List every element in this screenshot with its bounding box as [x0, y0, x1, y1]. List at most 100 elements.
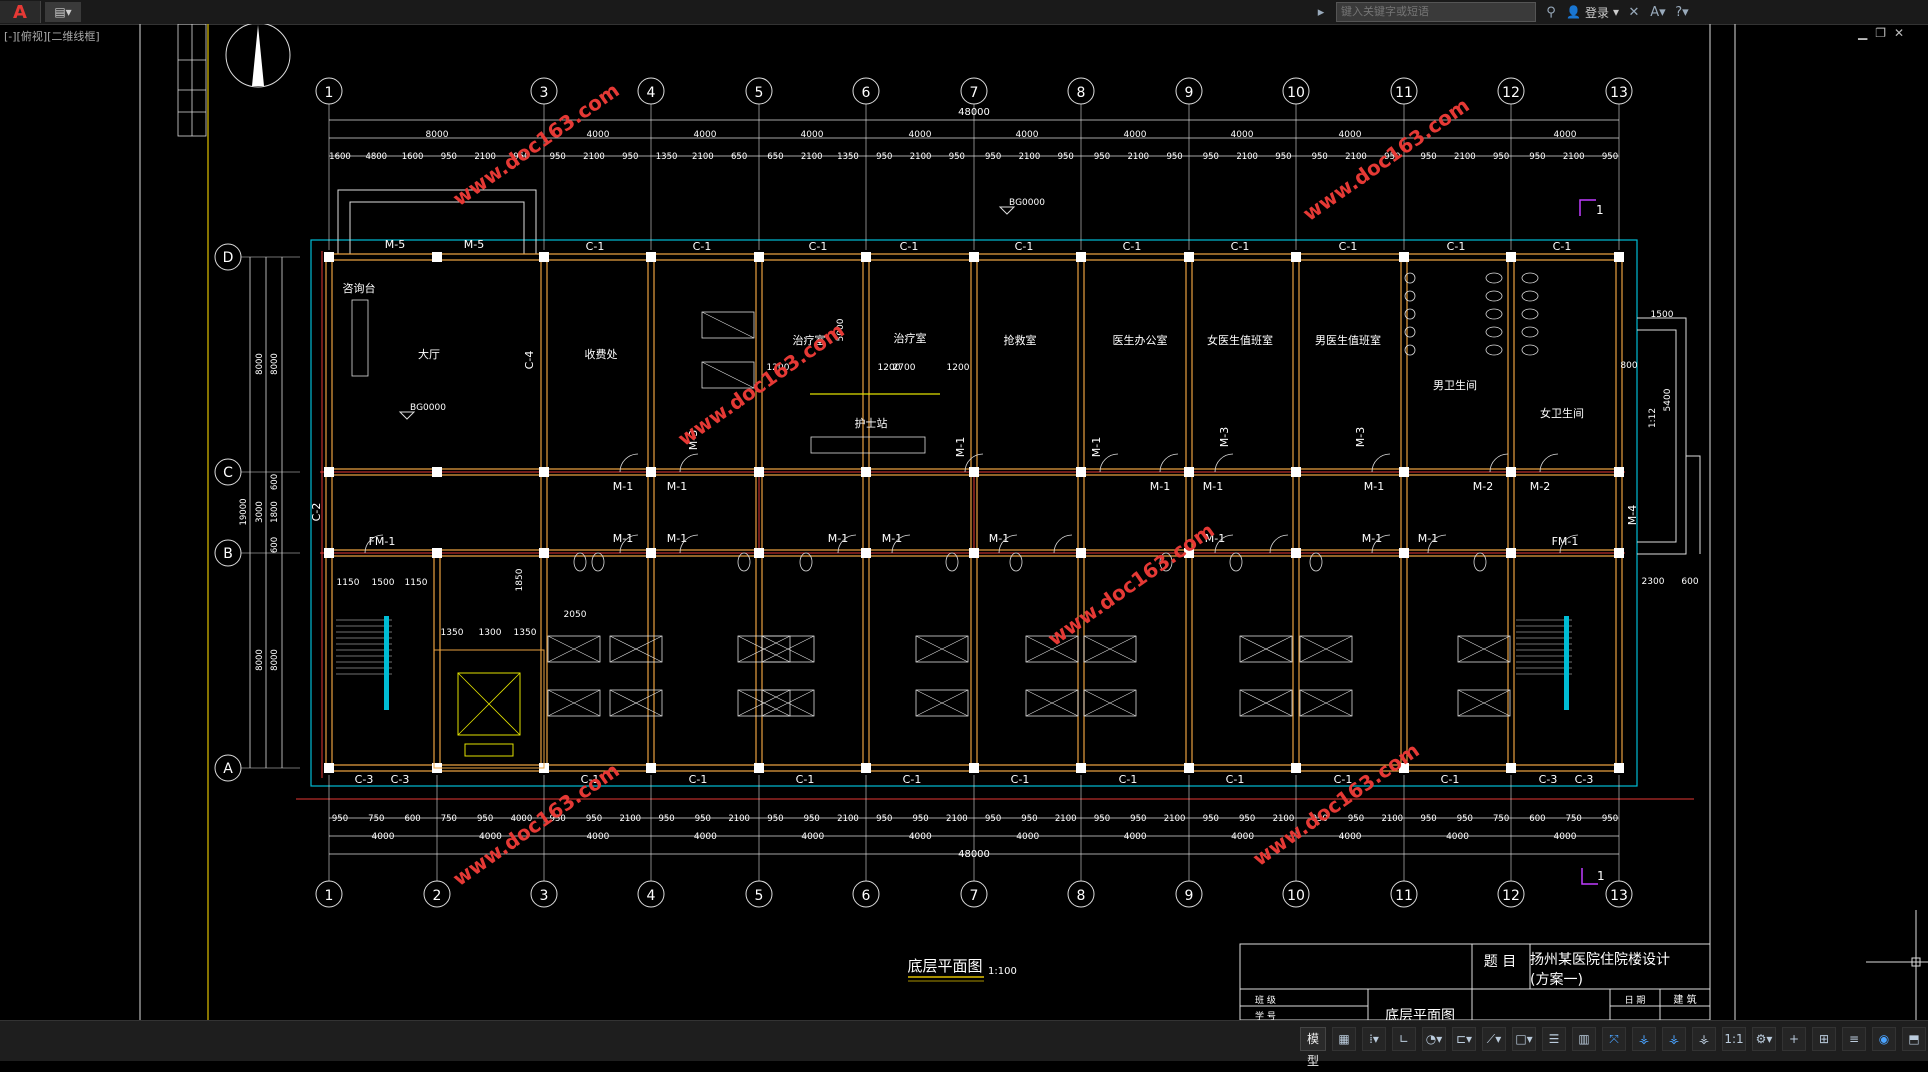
close-icon[interactable]: ✕: [1894, 26, 1905, 40]
viewport-controls[interactable]: [-][俯视][二维线框]: [4, 30, 100, 43]
dim-label: 1800: [270, 501, 280, 523]
login-button[interactable]: 👤登录 ▾: [1566, 5, 1619, 20]
column: [1614, 252, 1624, 262]
hardware-acceleration-icon[interactable]: ⬒: [1902, 1027, 1927, 1051]
column: [1291, 467, 1301, 477]
bed: [1025, 635, 1079, 663]
title-col-label: 建 筑: [1673, 993, 1696, 1006]
object-snap-icon[interactable]: □▾: [1512, 1027, 1537, 1051]
column: [646, 252, 656, 262]
annotation-visibility-icon[interactable]: ⚶: [1632, 1027, 1657, 1051]
dim-label: 4000: [1446, 832, 1469, 842]
selection-cycling-icon[interactable]: ⤧: [1602, 1027, 1627, 1051]
snap-icon[interactable]: ⁞▾: [1362, 1027, 1387, 1051]
binoculars-icon[interactable]: ⚲: [1546, 4, 1556, 20]
dim-label: 2300: [1642, 577, 1665, 587]
axis-label: 10: [1287, 888, 1305, 904]
column: [1076, 252, 1086, 262]
dim-label: 950: [1420, 152, 1436, 162]
dim-label: 4000: [1016, 130, 1039, 140]
room-label: 男医生值班室: [1315, 333, 1381, 347]
auto-scale-icon[interactable]: ⚶: [1662, 1027, 1687, 1051]
dim-label: 1850: [515, 568, 525, 591]
expand-icon[interactable]: ▸: [1317, 4, 1325, 20]
section-mark: 1: [1596, 203, 1604, 217]
dim-label: 8000: [255, 353, 265, 375]
bed-line: [547, 689, 601, 717]
elevation-icon: [998, 206, 1016, 215]
toilet-fixture: [1485, 344, 1503, 356]
bed: [701, 361, 755, 389]
ortho-icon[interactable]: ∟: [1392, 1027, 1417, 1051]
side-table: [177, 24, 207, 137]
bed-line: [1025, 689, 1079, 717]
dim-label: C-1: [900, 240, 919, 253]
isometric-icon[interactable]: ⊏▾: [1452, 1027, 1477, 1051]
axis-label: 12: [1502, 888, 1520, 904]
column: [754, 467, 764, 477]
grid-icon[interactable]: ▦: [1332, 1027, 1357, 1051]
lineweight-icon[interactable]: ☰: [1542, 1027, 1567, 1051]
dim-label: 950: [876, 814, 892, 824]
urinal-fixture: [1404, 290, 1416, 302]
workspace-gear-icon[interactable]: ⚙▾: [1752, 1027, 1777, 1051]
help-icon[interactable]: ?▾: [1675, 4, 1689, 20]
column: [969, 252, 979, 262]
toilet-fixture: [1485, 326, 1503, 338]
dim-label: 4000: [1124, 130, 1147, 140]
dim-label: 950: [985, 152, 1001, 162]
axis-label: B: [223, 546, 233, 562]
door-label: M-1: [1090, 437, 1103, 457]
exchange-icon[interactable]: ✕: [1628, 4, 1640, 20]
dim-label: 950: [876, 152, 892, 162]
bed: [701, 311, 755, 339]
bed-line: [547, 635, 601, 663]
minimize-icon[interactable]: ▁: [1858, 26, 1868, 40]
dim-label: 950: [1312, 814, 1328, 824]
project-label: 题 目: [1484, 954, 1516, 970]
column: [1291, 548, 1301, 558]
object-snap-tracking-icon[interactable]: ⟋▾: [1482, 1027, 1507, 1051]
plus-icon[interactable]: +: [1782, 1027, 1807, 1051]
door-label: M-1: [954, 437, 967, 457]
column: [324, 467, 334, 477]
bed: [1083, 689, 1137, 717]
quick-access-toolbar-button[interactable]: ▤▾: [45, 2, 81, 22]
dim-label: 600: [270, 474, 280, 490]
axis-label: 4: [647, 888, 656, 904]
application-menu-button[interactable]: A: [0, 1, 41, 23]
polar-tracking-icon[interactable]: ◔▾: [1422, 1027, 1447, 1051]
dim-label: 4000: [1124, 832, 1147, 842]
toilet-fixture: [945, 552, 959, 572]
autodesk-app-icon[interactable]: A▾: [1650, 4, 1666, 20]
column: [1399, 467, 1409, 477]
axis-label: 6: [862, 85, 871, 101]
door-label: M-5: [464, 238, 484, 251]
search-input[interactable]: [1336, 2, 1536, 22]
column: [324, 763, 334, 773]
dim-label: C-1: [1015, 240, 1034, 253]
model-tab[interactable]: 模型: [1300, 1027, 1327, 1068]
axis-label: 8: [1077, 85, 1086, 101]
column: [1506, 467, 1516, 477]
dim-label: 1600: [329, 152, 351, 162]
dim-label: 2100: [1164, 814, 1186, 824]
dim-label: 950: [1130, 814, 1146, 824]
annotation-scale-icon[interactable]: ⚶: [1692, 1027, 1717, 1051]
bed-line: [1083, 635, 1137, 663]
isolate-objects-icon[interactable]: ◉: [1872, 1027, 1897, 1051]
quick-properties-icon[interactable]: ≡: [1842, 1027, 1867, 1051]
units-icon[interactable]: ⊞: [1812, 1027, 1837, 1051]
dim-label: 4000: [1231, 832, 1254, 842]
dim-label: 48000: [958, 849, 990, 860]
elevator-icon: [457, 672, 521, 736]
room-label: 收费处: [585, 347, 618, 361]
restore-icon[interactable]: ❐: [1875, 26, 1886, 40]
dim-label: C-3: [1575, 773, 1594, 786]
door-label: M-1: [1205, 532, 1225, 545]
transparency-icon[interactable]: ▥: [1572, 1027, 1597, 1051]
annotation-scale-value[interactable]: 1:1: [1722, 1027, 1747, 1051]
project-subtitle: (方案一): [1530, 971, 1583, 988]
room-label: 男卫生间: [1433, 378, 1477, 392]
